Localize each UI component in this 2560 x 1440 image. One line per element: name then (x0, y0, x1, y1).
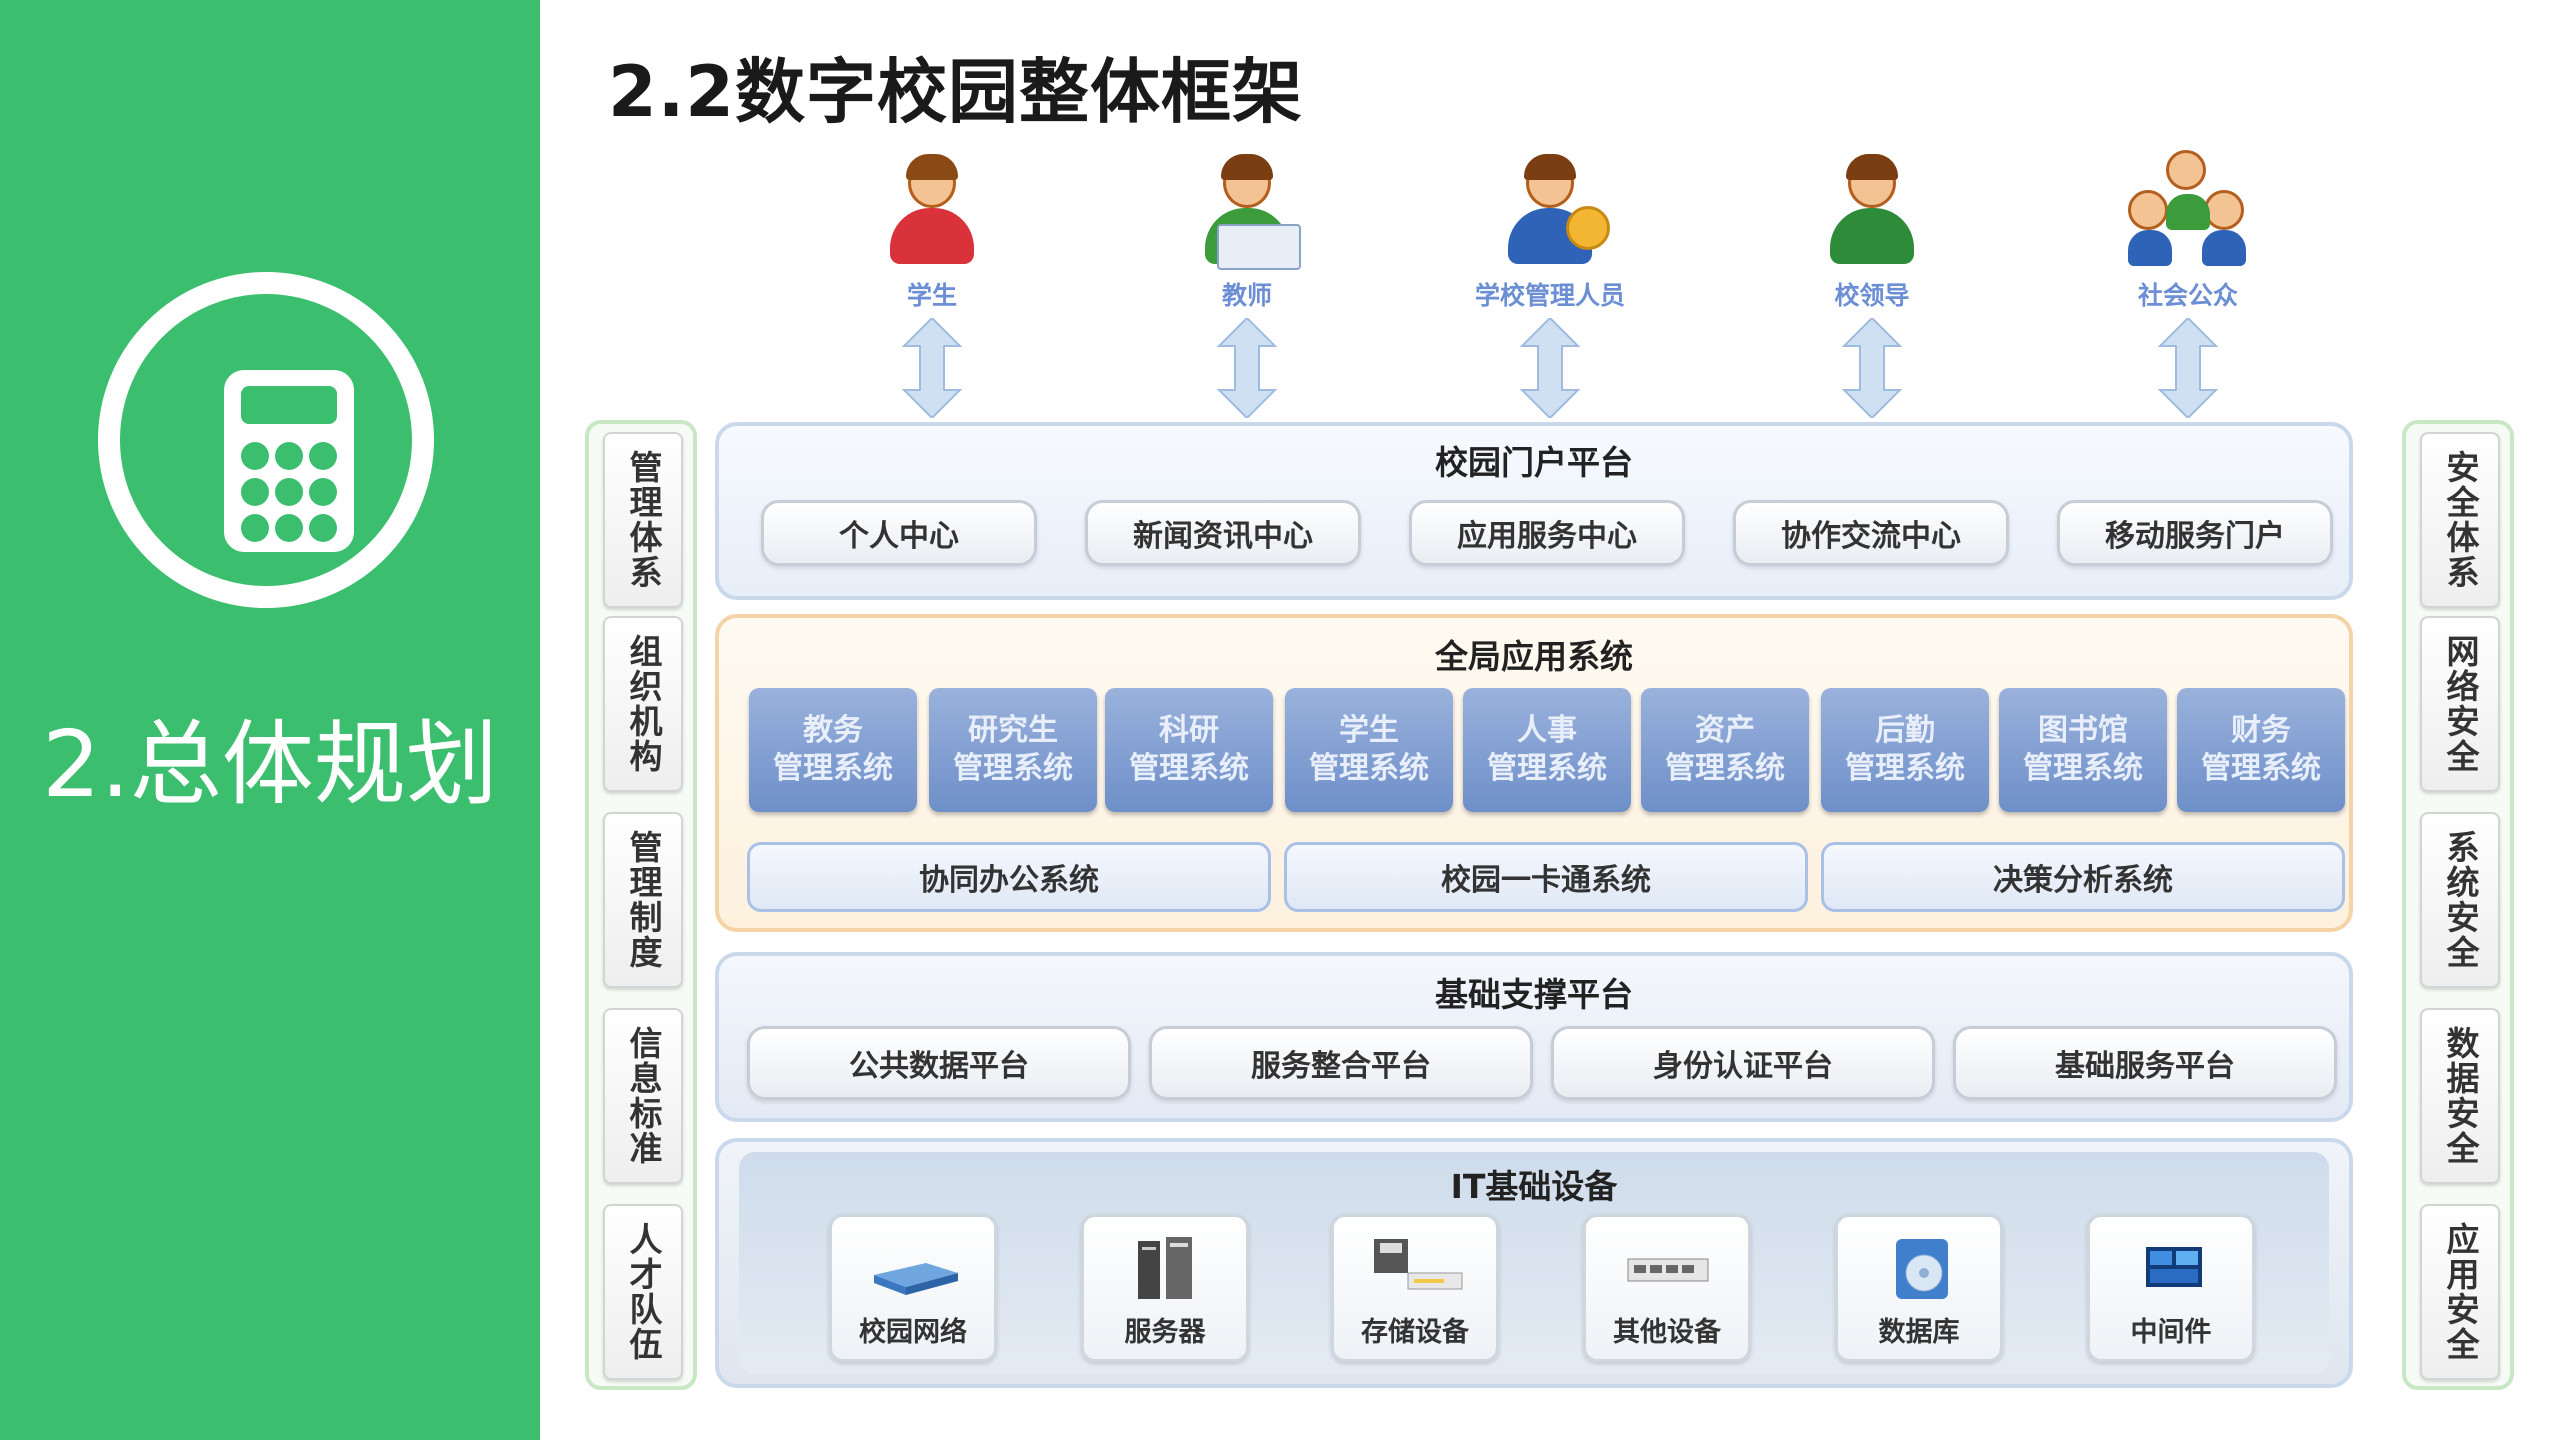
calculator-icon (98, 272, 434, 608)
double-arrow-icon (1520, 318, 1580, 418)
portal-item: 协作交流中心 (1733, 500, 2009, 566)
management-column: 管理体系 组织机构 管理制度 信息标准 人才队伍 (585, 420, 697, 1390)
support-item: 身份认证平台 (1551, 1026, 1935, 1100)
side-item: 信息标准 (603, 1008, 683, 1184)
device-icon (1627, 1258, 1709, 1282)
system-box: 人事管理系统 (1463, 688, 1631, 812)
system-box: 科研管理系统 (1105, 688, 1273, 812)
device-other: 其他设备 (1583, 1214, 1751, 1362)
side-item: 人才队伍 (603, 1204, 683, 1380)
support-item: 服务整合平台 (1149, 1026, 1533, 1100)
server-icon (1138, 1237, 1192, 1299)
support-title: 基础支撑平台 (1435, 975, 1633, 1014)
side-item: 数据安全 (2420, 1008, 2500, 1184)
side-item: 系统安全 (2420, 812, 2500, 988)
user-label: 学生 (906, 281, 957, 310)
portal-title: 校园门户平台 (1435, 443, 1633, 482)
system-box: 财务管理系统 (2177, 688, 2345, 812)
section-sidebar: 2.总体规划 (0, 0, 540, 1440)
apps-bar: 决策分析系统 (1821, 842, 2345, 912)
page-title: 2.2数字校园整体框架 (608, 51, 1304, 133)
device-server: 服务器 (1081, 1214, 1249, 1362)
section-title: 2.总体规划 (42, 711, 498, 818)
security-column: 安全体系 网络安全 系统安全 数据安全 应用安全 (2402, 420, 2514, 1390)
portal-item: 新闻资讯中心 (1085, 500, 1361, 566)
system-box: 资产管理系统 (1641, 688, 1809, 812)
side-item: 管理制度 (603, 812, 683, 988)
system-label: 管理系统 (1309, 751, 1429, 786)
system-label: 教务 (803, 713, 863, 748)
router-icon (874, 1263, 958, 1295)
system-label: 管理系统 (773, 751, 893, 786)
teacher-icon (1187, 150, 1307, 270)
user-label: 校领导 (1834, 281, 1910, 310)
storage-icon (1374, 1239, 1463, 1290)
system-label: 人事 (1517, 713, 1577, 748)
double-arrow-icon (2158, 318, 2218, 418)
support-layer: 基础支撑平台 公共数据平台 服务整合平台 身份认证平台 基础服务平台 (715, 952, 2353, 1122)
system-label: 后勤 (1875, 713, 1935, 748)
portal-item: 移动服务门户 (2057, 500, 2333, 566)
system-label: 财务 (2231, 713, 2291, 748)
infra-title: IT基础设备 (1450, 1167, 1618, 1206)
system-box: 学生管理系统 (1285, 688, 1453, 812)
system-box: 图书馆管理系统 (1999, 688, 2167, 812)
double-arrow-icon (1217, 318, 1277, 418)
double-arrow-icon (902, 318, 962, 418)
side-item: 应用安全 (2420, 1204, 2500, 1380)
system-label: 管理系统 (1665, 751, 1785, 786)
support-item: 基础服务平台 (1953, 1026, 2337, 1100)
system-label: 研究生 (968, 713, 1058, 748)
user-student: 学生 (832, 150, 1032, 312)
side-item: 网络安全 (2420, 616, 2500, 792)
portal-item: 个人中心 (761, 500, 1037, 566)
system-label: 管理系统 (1487, 751, 1607, 786)
device-network: 校园网络 (829, 1214, 997, 1362)
apps-title: 全局应用系统 (1435, 637, 1633, 676)
database-icon (1896, 1239, 1948, 1299)
system-label: 管理系统 (1129, 751, 1249, 786)
user-public: 社会公众 (2088, 150, 2288, 312)
student-icon (872, 150, 992, 270)
device-middleware: 中间件 (2087, 1214, 2255, 1362)
user-label: 学校管理人员 (1474, 281, 1625, 310)
system-label: 管理系统 (2201, 751, 2321, 786)
system-box: 后勤管理系统 (1821, 688, 1989, 812)
system-label: 资产 (1695, 713, 1755, 748)
user-school-leader: 校领导 (1772, 150, 1972, 312)
system-box: 教务管理系统 (749, 688, 917, 812)
side-item: 组织机构 (603, 616, 683, 792)
system-label: 科研 (1159, 713, 1219, 748)
double-arrow-icon (1842, 318, 1902, 418)
system-label: 学生 (1339, 713, 1399, 748)
portal-layer: 校园门户平台 个人中心 新闻资讯中心 应用服务中心 协作交流中心 移动服务门户 (715, 422, 2353, 600)
infra-layer: IT基础设备 校园网络 服务器 存储设备 其他设备 数据库 中间件 (715, 1138, 2353, 1388)
system-label: 管理系统 (953, 751, 1073, 786)
portal-item: 应用服务中心 (1409, 500, 1685, 566)
public-icon (2128, 150, 2248, 270)
user-teacher: 教师 (1147, 150, 1347, 312)
user-label: 社会公众 (2137, 281, 2238, 310)
middleware-icon (2146, 1247, 2202, 1287)
user-administrator: 学校管理人员 (1450, 150, 1650, 312)
user-label: 教师 (1221, 281, 1272, 310)
side-item: 安全体系 (2420, 432, 2500, 608)
administrator-icon (1490, 150, 1610, 270)
system-label: 管理系统 (2023, 751, 2143, 786)
apps-layer: 全局应用系统 教务管理系统研究生管理系统科研管理系统学生管理系统人事管理系统资产… (715, 614, 2353, 932)
system-box: 研究生管理系统 (929, 688, 1097, 812)
system-label: 管理系统 (1845, 751, 1965, 786)
device-database: 数据库 (1835, 1214, 2003, 1362)
apps-bar: 协同办公系统 (747, 842, 1271, 912)
support-item: 公共数据平台 (747, 1026, 1131, 1100)
side-item: 管理体系 (603, 432, 683, 608)
apps-bar: 校园一卡通系统 (1284, 842, 1808, 912)
school-leader-icon (1812, 150, 1932, 270)
system-label: 图书馆 (2038, 713, 2128, 748)
device-storage: 存储设备 (1331, 1214, 1499, 1362)
